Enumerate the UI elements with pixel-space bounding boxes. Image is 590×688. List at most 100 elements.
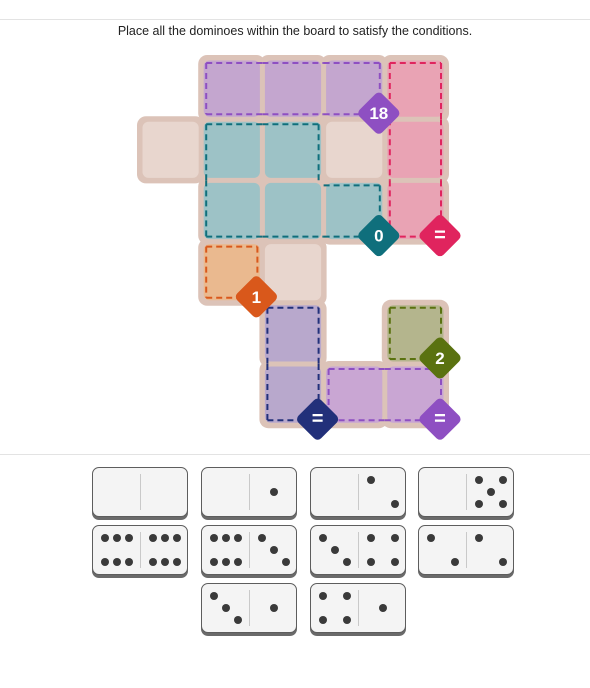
domino-tray [0, 455, 590, 688]
pip [367, 558, 375, 566]
pip [499, 558, 507, 566]
board-cell[interactable] [326, 121, 383, 178]
pip [125, 534, 133, 542]
domino-tile[interactable] [92, 467, 188, 517]
condition-label: = [434, 408, 446, 430]
pip [125, 558, 133, 566]
pip [379, 604, 387, 612]
domino-tile[interactable] [418, 467, 514, 517]
pip [173, 558, 181, 566]
pip [234, 558, 242, 566]
domino-divider [140, 474, 141, 510]
pip [475, 534, 483, 542]
condition-label: = [434, 225, 446, 247]
pip [113, 534, 121, 542]
condition-badge: 18 [358, 92, 400, 134]
condition-label: 18 [369, 104, 388, 123]
board-cell[interactable] [264, 244, 322, 301]
condition-label: = [312, 408, 324, 430]
pip [367, 534, 375, 542]
condition-label: 1 [252, 288, 261, 307]
pip [101, 534, 109, 542]
board-cell[interactable] [203, 60, 260, 117]
board-cell[interactable] [203, 182, 260, 240]
pip [343, 616, 351, 624]
board-cell[interactable] [264, 121, 322, 178]
pip [499, 500, 507, 508]
domino-tile[interactable] [310, 467, 406, 517]
condition-badge: 1 [235, 276, 277, 318]
domino-tile[interactable] [310, 525, 406, 575]
domino-left-half [311, 468, 358, 515]
pip [391, 500, 399, 508]
domino-divider [249, 532, 250, 568]
board-cell[interactable] [264, 305, 322, 362]
pip [343, 558, 351, 566]
domino-right-half [250, 526, 297, 573]
pip [270, 604, 278, 612]
pip [319, 534, 327, 542]
pip [319, 592, 327, 600]
pip [149, 534, 157, 542]
pip [149, 558, 157, 566]
pip [161, 558, 169, 566]
domino-divider [249, 474, 250, 510]
pip [222, 604, 230, 612]
condition-label: 2 [435, 349, 444, 368]
condition-badge: = [297, 398, 339, 440]
domino-tile[interactable] [92, 525, 188, 575]
domino-divider [358, 532, 359, 568]
domino-right-half [250, 468, 297, 515]
board-cell[interactable] [264, 60, 322, 117]
domino-left-half [202, 468, 249, 515]
domino-left-half [419, 468, 466, 515]
domino-tile[interactable] [201, 583, 297, 633]
condition-badge: = [419, 215, 461, 257]
domino-divider [466, 532, 467, 568]
pip [427, 534, 435, 542]
game-board[interactable]: 18 = 0 1 = 2 = [0, 0, 590, 455]
pip [499, 476, 507, 484]
pip [234, 616, 242, 624]
board-cell[interactable] [142, 121, 199, 178]
domino-right-half [250, 584, 297, 631]
domino-divider [358, 474, 359, 510]
pip [475, 500, 483, 508]
pip [475, 476, 483, 484]
board-cell[interactable] [203, 121, 260, 178]
board-cell[interactable] [326, 366, 383, 423]
domino-divider [358, 590, 359, 626]
domino-right-half [467, 526, 514, 573]
domino-right-half [141, 468, 188, 515]
pip [210, 592, 218, 600]
domino-tile[interactable] [310, 583, 406, 633]
domino-left-half [93, 468, 140, 515]
domino-right-half [141, 526, 188, 573]
pip [391, 534, 399, 542]
condition-badge: = [419, 398, 461, 440]
board-cell[interactable] [387, 121, 444, 178]
domino-left-half [311, 584, 358, 631]
pip [367, 476, 375, 484]
pip [282, 558, 290, 566]
domino-left-half [202, 584, 249, 631]
domino-left-half [202, 526, 249, 573]
domino-divider [466, 474, 467, 510]
condition-badge: 0 [358, 215, 400, 257]
pip [113, 558, 121, 566]
tray-divider [0, 454, 590, 455]
pip [210, 558, 218, 566]
domino-right-half [359, 584, 406, 631]
pip [222, 534, 230, 542]
domino-tile[interactable] [418, 525, 514, 575]
pip [101, 558, 109, 566]
board-cell[interactable] [264, 182, 322, 240]
top-divider [0, 19, 590, 20]
domino-right-half [467, 468, 514, 515]
pip [210, 534, 218, 542]
domino-left-half [419, 526, 466, 573]
domino-left-half [93, 526, 140, 573]
board-cell[interactable] [387, 60, 444, 117]
domino-tile[interactable] [201, 525, 297, 575]
domino-tile[interactable] [201, 467, 297, 517]
